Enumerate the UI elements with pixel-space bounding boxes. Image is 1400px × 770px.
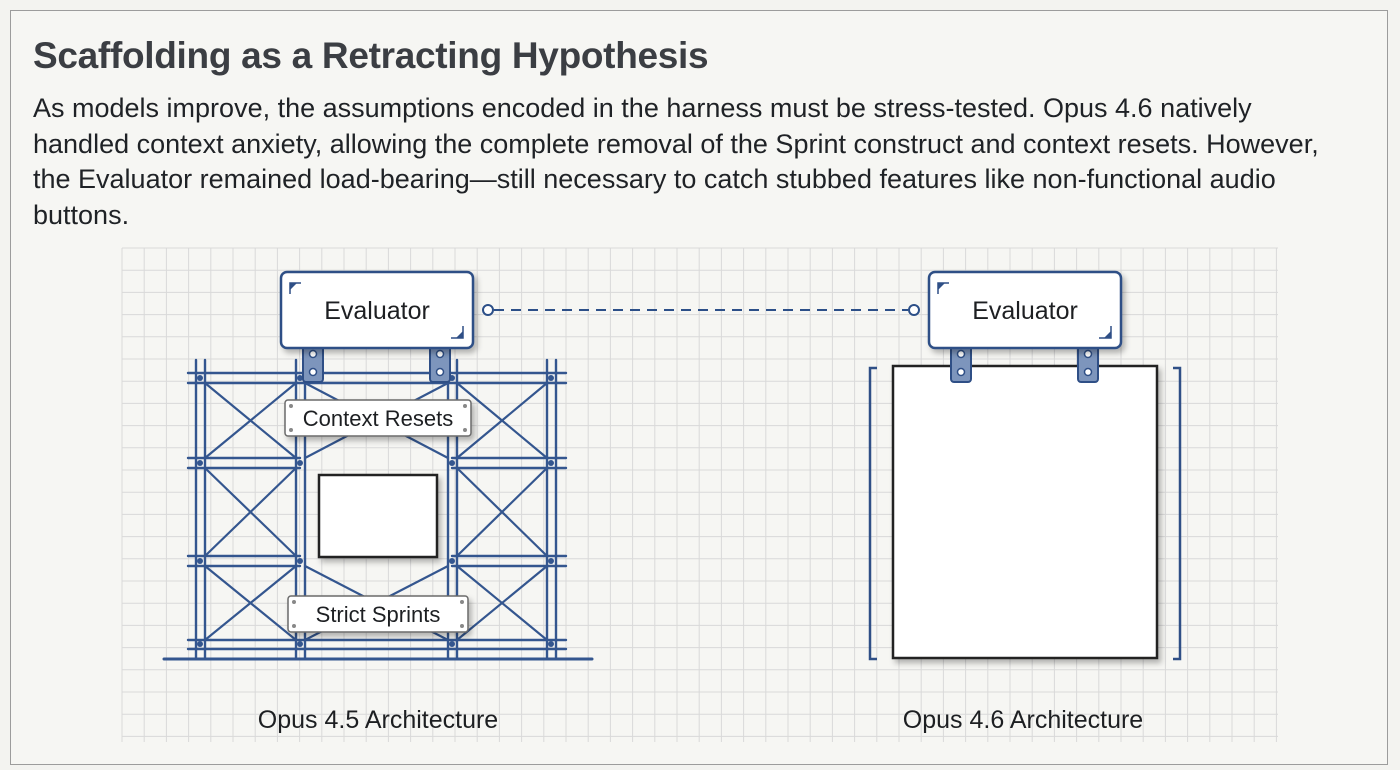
standalone-model-box [891,364,1159,660]
scaffold-ledgers [186,371,568,651]
right-evaluator-label: Evaluator [972,297,1078,325]
scaffold-cross-braces [203,381,549,642]
left-evaluator-label: Evaluator [324,297,430,325]
right-evaluator-box: Evaluator [927,270,1123,350]
left-evaluator-box: Evaluator [279,270,475,350]
strict-sprints-label: Strict Sprints [316,602,441,627]
right-side-brackets [868,366,1182,661]
scaffold-couplers [197,375,554,647]
evaluator-link [482,304,920,316]
slide-body-text: As models improve, the assumptions encod… [33,93,1319,230]
strict-sprints-sign: Strict Sprints [287,595,469,633]
left-architecture-caption: Opus 4.5 Architecture [258,706,498,734]
slide-title: Scaffolding as a Retracting Hypothesis [33,35,709,76]
scaffold-structure [162,358,594,661]
right-architecture-caption: Opus 4.6 Architecture [903,706,1143,734]
scaffolded-model-box [317,473,439,559]
context-resets-label: Context Resets [303,406,453,431]
context-resets-sign: Context Resets [284,399,472,437]
